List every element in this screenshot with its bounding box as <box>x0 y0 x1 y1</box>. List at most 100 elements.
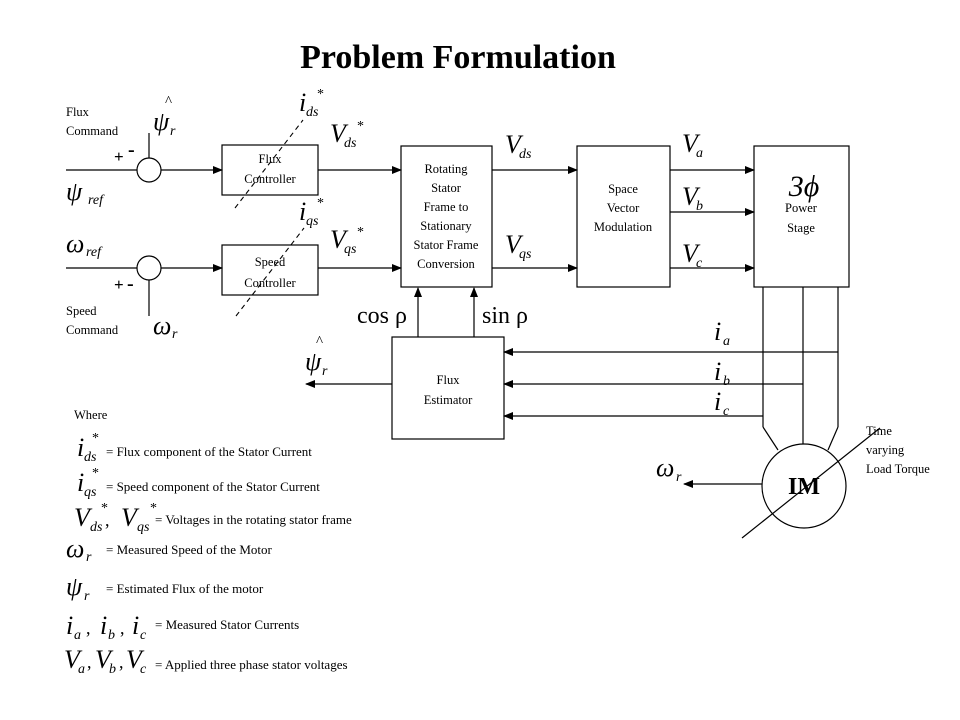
legend-vds-star: * <box>101 501 108 516</box>
va-symbol: V <box>682 129 701 158</box>
legend-iqs-star: * <box>92 466 99 481</box>
speed-controller-line1: Speed <box>255 255 286 269</box>
ic-symbol: i <box>714 387 721 416</box>
flux-controller-line2: Controller <box>244 172 296 186</box>
vc-symbol: V <box>682 239 701 268</box>
legend-va-sub: a <box>78 662 85 677</box>
induction-motor <box>761 443 847 529</box>
omega-ref-sub: ref <box>86 245 103 260</box>
legend-vc-sub: c <box>140 662 147 677</box>
phase-a-wire-tap <box>762 426 779 451</box>
flux-summing-junction <box>136 157 162 183</box>
legend-omega-sub: r <box>86 550 92 565</box>
flux-estimator-line1: Flux <box>437 373 461 387</box>
vqs-star-mark: * <box>357 225 364 240</box>
page-title: Problem Formulation <box>300 39 616 76</box>
flux-controller-block <box>221 144 319 196</box>
flux-minus-sign: - <box>128 139 135 161</box>
legend-vabc-text: = Applied three phase stator voltages <box>155 657 348 672</box>
omega-r-feedback-symbol: ω <box>153 311 171 340</box>
omega-r-feedback-sub: r <box>172 327 178 342</box>
legend-va-symbol: V <box>64 645 83 674</box>
omega-r-output-symbol: ω <box>656 453 674 482</box>
ids-dashed-arrow <box>234 119 304 209</box>
psi-ref-sub: ref <box>88 193 105 208</box>
psi-r-output-sub: r <box>322 364 328 379</box>
ia-symbol: i <box>714 317 721 346</box>
svm-line1: Space <box>608 182 638 196</box>
legend-ib-symbol: i <box>100 611 107 640</box>
rotating-frame-line2: Stator <box>431 181 462 195</box>
power-stage-line1: Power <box>785 201 818 215</box>
speed-command-line1: Speed <box>66 304 97 318</box>
psi-r-output-hat-mark: ^ <box>316 334 323 350</box>
rotating-frame-line1: Rotating <box>424 162 468 176</box>
three-phase-symbol: 3ϕ <box>788 170 820 203</box>
legend-omega-text: = Measured Speed of the Motor <box>106 542 272 557</box>
svm-line3: Modulation <box>594 220 653 234</box>
omega-ref-symbol: ω <box>66 229 84 258</box>
load-torque-line1: Time <box>866 424 892 438</box>
legend-v-text: = Voltages in the rotating stator frame <box>155 512 352 527</box>
psi-r-output-symbol: ψ <box>305 347 322 376</box>
legend-vc-symbol: V <box>126 645 145 674</box>
svm-block <box>576 145 671 288</box>
iqs-star-sub: qs <box>306 214 319 229</box>
flux-command-line2: Command <box>66 124 119 138</box>
rotating-frame-line5: Stator Frame <box>414 238 479 252</box>
speed-controller-line2: Controller <box>244 276 296 290</box>
legend-vds-symbol: V <box>74 503 93 532</box>
vqs-sub: qs <box>519 247 532 262</box>
legend-ib-sub: b <box>108 628 115 643</box>
legend-iqs-text: = Speed component of the Stator Current <box>106 479 320 494</box>
legend-iqs-symbol: i <box>77 468 84 497</box>
legend-v-comma-2: , <box>119 652 124 672</box>
legend-vqs-star: * <box>150 501 157 516</box>
flux-estimator-line2: Estimator <box>424 393 473 407</box>
iqs-star-mark: * <box>317 196 324 211</box>
rotating-frame-line4: Stationary <box>420 219 472 233</box>
legend-ia-sub: a <box>74 628 81 643</box>
legend-ids-symbol: i <box>77 433 84 462</box>
legend-omega-symbol: ω <box>66 534 84 563</box>
legend-ids-sub: ds <box>84 450 97 465</box>
rotating-frame-line3: Frame to <box>424 200 469 214</box>
flux-command-line1: Flux <box>66 105 90 119</box>
vds-star-mark: * <box>357 119 364 134</box>
legend-ic-sub: c <box>140 628 147 643</box>
load-torque-arrow <box>741 427 881 539</box>
vds-sub: ds <box>519 147 532 162</box>
load-torque-line2: varying <box>866 443 905 457</box>
motor-label: IM <box>788 474 820 500</box>
legend-psi-symbol: ψ <box>66 572 83 601</box>
flux-estimator-block <box>391 336 505 440</box>
iqs-star-symbol: i <box>299 197 306 226</box>
legend-v-comma-1: , <box>87 652 92 672</box>
psi-r-hat-mark: ^ <box>165 94 172 110</box>
legend-vqs-symbol: V <box>121 503 140 532</box>
vb-symbol: V <box>682 182 701 211</box>
rotating-frame-block <box>400 145 493 288</box>
vc-sub: c <box>696 256 703 271</box>
vqs-symbol: V <box>505 230 524 259</box>
sin-rho-label: sin ρ <box>482 303 528 329</box>
legend-iqs-sub: qs <box>84 485 97 500</box>
power-stage-line2: Stage <box>787 221 815 235</box>
legend-vqs-sub: qs <box>137 520 150 535</box>
legend-psi-text: = Estimated Flux of the motor <box>106 581 264 596</box>
vqs-star-symbol: V <box>330 225 349 254</box>
legend-ids-star: * <box>92 431 99 446</box>
ib-sub: b <box>723 374 730 389</box>
speed-command-line2: Command <box>66 323 119 337</box>
legend-ia-symbol: i <box>66 611 73 640</box>
load-torque-line3: Load Torque <box>866 462 930 476</box>
power-stage-block <box>753 145 850 288</box>
ib-symbol: i <box>714 357 721 386</box>
vds-symbol: V <box>505 130 524 159</box>
vds-star-sub: ds <box>344 136 357 151</box>
speed-minus-sign: - <box>127 273 134 295</box>
ids-star-mark: * <box>317 87 324 102</box>
legend-v-comma: , <box>105 510 110 530</box>
